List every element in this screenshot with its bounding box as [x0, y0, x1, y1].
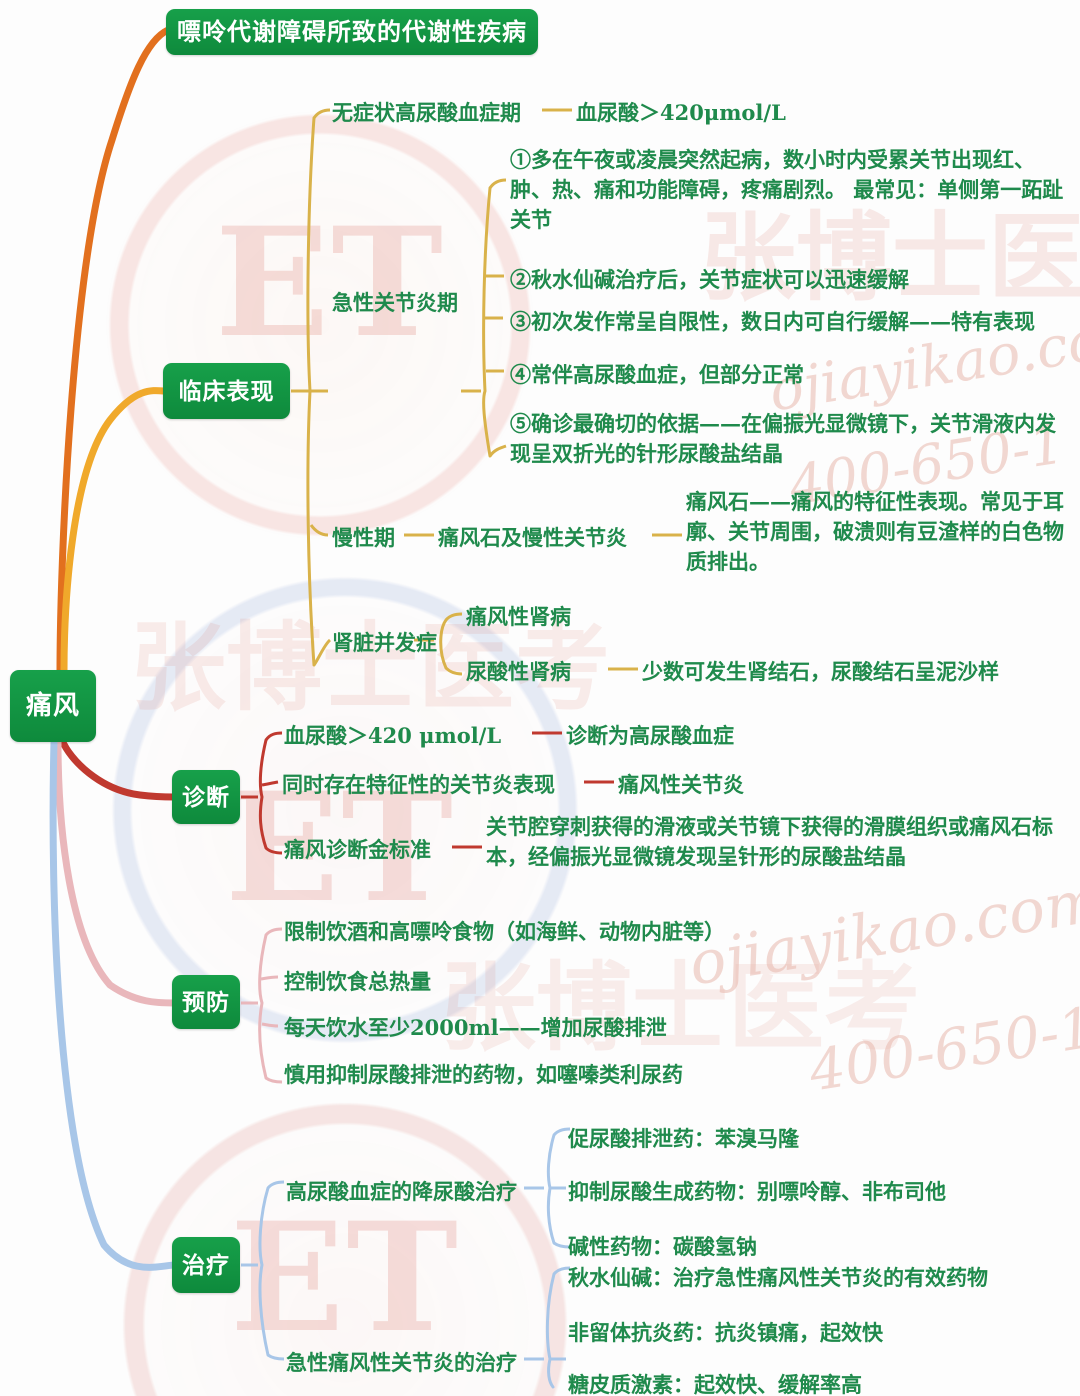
leaf-asymptomatic-stage[interactable]: 无症状高尿酸血症期	[332, 100, 521, 125]
leaf-uric-acid-nephropathy[interactable]: 尿酸性肾病	[466, 659, 571, 684]
watermark-phone-bottom: 400-650-1	[804, 995, 1080, 1105]
leaf-acute-item-1[interactable]: ①多在午夜或凌晨突然起病，数小时内受累关节出现红、肿、热、痛和功能障碍，疼痛剧烈…	[510, 147, 1064, 232]
leaf-acute-arthritis-stage[interactable]: 急性关节炎期	[332, 290, 458, 315]
leaf-tx-nsaid[interactable]: 非留体抗炎药：抗炎镇痛，起效快	[568, 1320, 883, 1345]
leaf-uric-acid-nephropathy-detail[interactable]: 少数可发生肾结石，尿酸结石呈泥沙样	[642, 659, 999, 684]
watermark-site-bottom: ojiayikao.com	[684, 865, 1080, 1000]
leaf-dx-arthritis-presentation[interactable]: 同时存在特征性的关节炎表现	[282, 772, 555, 797]
leaf-dx-gold-standard-detail[interactable]: 关节腔穿刺获得的滑液或关节镜下获得的滑膜组织或痛风石标本，经偏振光显微镜发现呈针…	[486, 814, 1053, 869]
leaf-tx-glucocorticoid[interactable]: 糖皮质激素：起效快、缓解率高	[568, 1372, 862, 1396]
watermark-brand-bottom: 张博士医考	[440, 951, 920, 1064]
branch-node-prevention[interactable]: 预防	[172, 975, 240, 1029]
leaf-renal-complications[interactable]: 肾脏并发症	[332, 630, 437, 655]
leaf-gouty-nephropathy[interactable]: 痛风性肾病	[466, 604, 571, 629]
leaf-prevent-control-calories[interactable]: 控制饮食总热量	[284, 969, 431, 994]
leaf-tx-alkalizing-agent[interactable]: 碱性药物：碳酸氢钠	[568, 1234, 757, 1259]
leaf-tx-uricosuric[interactable]: 促尿酸排泄药：苯溴马隆	[568, 1126, 799, 1151]
node-title-definition[interactable]: 嘌呤代谢障碍所致的代谢性疾病	[166, 9, 538, 55]
watermark-circle-top	[100, 105, 540, 545]
leaf-tx-hyperuricemia[interactable]: 高尿酸血症的降尿酸治疗	[286, 1179, 517, 1204]
branch-node-diagnosis[interactable]: 诊断	[172, 770, 240, 824]
leaf-tx-acute-gouty-arthritis[interactable]: 急性痛风性关节炎的治疗	[286, 1350, 517, 1375]
leaf-acute-item-4[interactable]: ④常伴高尿酸血症，但部分正常	[510, 362, 804, 387]
leaf-dx-gold-standard[interactable]: 痛风诊断金标准	[284, 837, 431, 862]
leaf-acute-item-3[interactable]: ③初次发作常呈自限性，数日内可自行缓解——特有表现	[510, 309, 1035, 334]
leaf-dx-arthritis-presentation-detail[interactable]: 痛风性关节炎	[618, 772, 744, 797]
root-node-gout[interactable]: 痛风	[10, 670, 96, 742]
leaf-chronic-detail[interactable]: 痛风石——痛风的特征性表现。常见于耳廓、关节周围，破溃则有豆渣样的白色物质排出。	[686, 489, 1064, 574]
leaf-prevent-avoid-drugs[interactable]: 慎用抑制尿酸排泄的药物，如噻嗪类利尿药	[284, 1062, 683, 1087]
leaf-dx-serum-uric-acid-detail[interactable]: 诊断为高尿酸血症	[566, 723, 734, 748]
leaf-tx-colchicine[interactable]: 秋水仙碱：治疗急性痛风性关节炎的有效药物	[568, 1265, 988, 1290]
leaf-acute-item-2[interactable]: ②秋水仙碱治疗后，关节症状可以迅速缓解	[510, 267, 909, 292]
leaf-chronic-mid[interactable]: 痛风石及慢性关节炎	[438, 525, 627, 550]
watermark-logo-top: ET	[215, 195, 445, 371]
watermark-logo-bottom: ET	[230, 1190, 460, 1366]
leaf-acute-item-5[interactable]: ⑤确诊最确切的依据——在偏振光显微镜下，关节滑液内发现呈双折光的针形尿酸盐结晶	[510, 411, 1056, 466]
leaf-prevent-water-intake[interactable]: 每天饮水至少2000ml——增加尿酸排泄	[284, 1015, 667, 1040]
leaf-asymptomatic-detail[interactable]: 血尿酸＞420μmol/L	[576, 100, 786, 125]
leaf-prevent-limit-alcohol-purine[interactable]: 限制饮酒和高嘌呤食物（如海鲜、动物内脏等）	[284, 919, 725, 944]
leaf-chronic-stage[interactable]: 慢性期	[332, 525, 395, 550]
branch-node-clinical-manifestations[interactable]: 临床表现	[163, 363, 290, 419]
leaf-dx-serum-uric-acid[interactable]: 血尿酸＞420 μmol/L	[284, 723, 502, 748]
branch-node-treatment[interactable]: 治疗	[172, 1237, 240, 1293]
leaf-tx-xanthine-oxidase-inhibitor[interactable]: 抑制尿酸生成药物：别嘌呤醇、非布司他	[568, 1179, 946, 1204]
